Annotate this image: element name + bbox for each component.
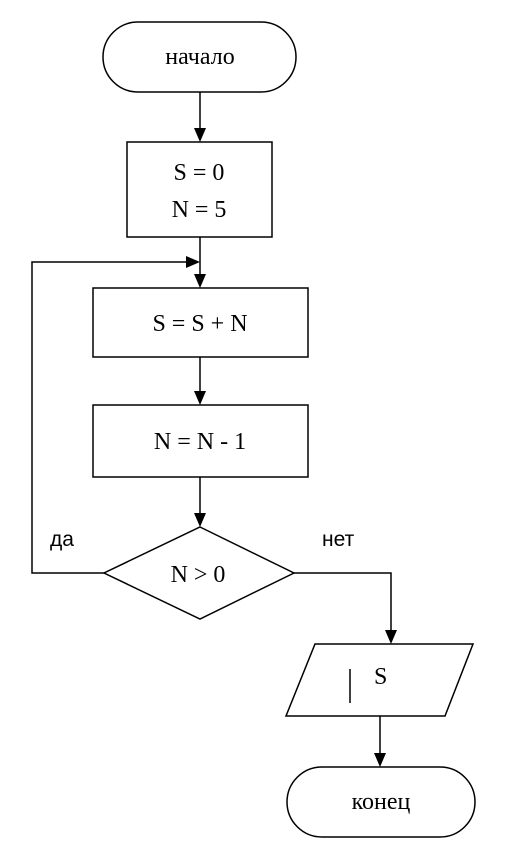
dec-process-node: N = N - 1 bbox=[92, 404, 309, 478]
init-process-node: S = 0 N = 5 bbox=[126, 141, 273, 238]
end-terminator-shape bbox=[286, 766, 476, 838]
end-node: конец bbox=[286, 766, 476, 838]
arrow-add-to-dec bbox=[194, 357, 206, 405]
start-node: начало bbox=[102, 21, 297, 93]
add-process-box bbox=[92, 287, 309, 358]
no-branch-label: нет bbox=[322, 528, 355, 551]
yes-branch-label: да bbox=[50, 528, 74, 551]
init-line-s: S = 0 bbox=[174, 160, 225, 186]
init-process-box bbox=[126, 141, 273, 238]
output-value: S bbox=[374, 664, 387, 690]
add-step-label: S = S + N bbox=[152, 311, 247, 337]
init-line-n: N = 5 bbox=[172, 197, 227, 223]
arrow-start-to-init bbox=[194, 92, 206, 142]
arrow-decision-to-output bbox=[294, 572, 397, 644]
output-parallelogram bbox=[284, 643, 475, 717]
decision-node: N > 0 bbox=[102, 526, 296, 620]
dec-step-label: N = N - 1 bbox=[154, 429, 246, 455]
decision-diamond bbox=[102, 526, 296, 620]
loop-back-arrow bbox=[31, 256, 200, 574]
start-label: начало bbox=[165, 44, 234, 70]
output-node: S bbox=[284, 643, 475, 717]
arrow-dec-to-decision bbox=[194, 477, 206, 527]
arrow-init-to-add bbox=[194, 237, 206, 288]
arrow-output-to-end bbox=[374, 716, 386, 767]
add-process-node: S = S + N bbox=[92, 287, 309, 358]
decision-condition: N > 0 bbox=[171, 562, 226, 588]
end-label: конец bbox=[352, 789, 411, 815]
